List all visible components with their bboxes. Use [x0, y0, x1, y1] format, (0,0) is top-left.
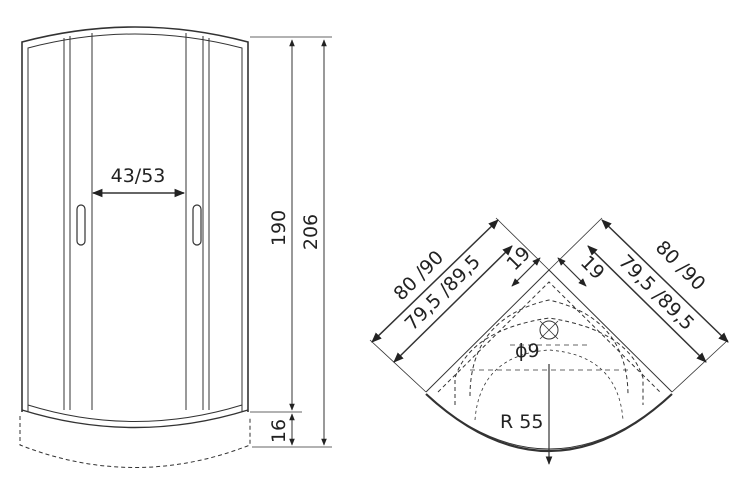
- cabin-frame: [21, 26, 249, 429]
- right-offset-label: 19: [576, 251, 609, 284]
- right-offset-dimension-line: [557, 257, 587, 287]
- drain-diameter-label: ϕ9: [515, 340, 540, 362]
- drain-icon: [539, 320, 559, 340]
- door-opening-label: 43/53: [111, 165, 166, 187]
- tray-height-label: 16: [268, 419, 290, 443]
- front-view: 43/53 190 206 16: [19, 26, 332, 468]
- left-offset-dimension-line: [511, 257, 541, 287]
- left-door-handle: [76, 204, 86, 246]
- panel-height-label: 190: [268, 210, 290, 246]
- right-inner-dimension-line: [587, 245, 707, 363]
- right-door-handle: [192, 204, 202, 246]
- top-view: ϕ9 R 55 80 /90 79,5 /89,5 19 80 /90 79,5…: [369, 217, 729, 465]
- shower-tray: [19, 416, 251, 468]
- left-offset-label: 19: [502, 242, 535, 275]
- radius-label: R 55: [500, 411, 543, 433]
- left-inner-dimension-line: [393, 245, 513, 363]
- left-outer-dimension-line: [371, 219, 499, 343]
- total-height-label: 206: [300, 214, 322, 250]
